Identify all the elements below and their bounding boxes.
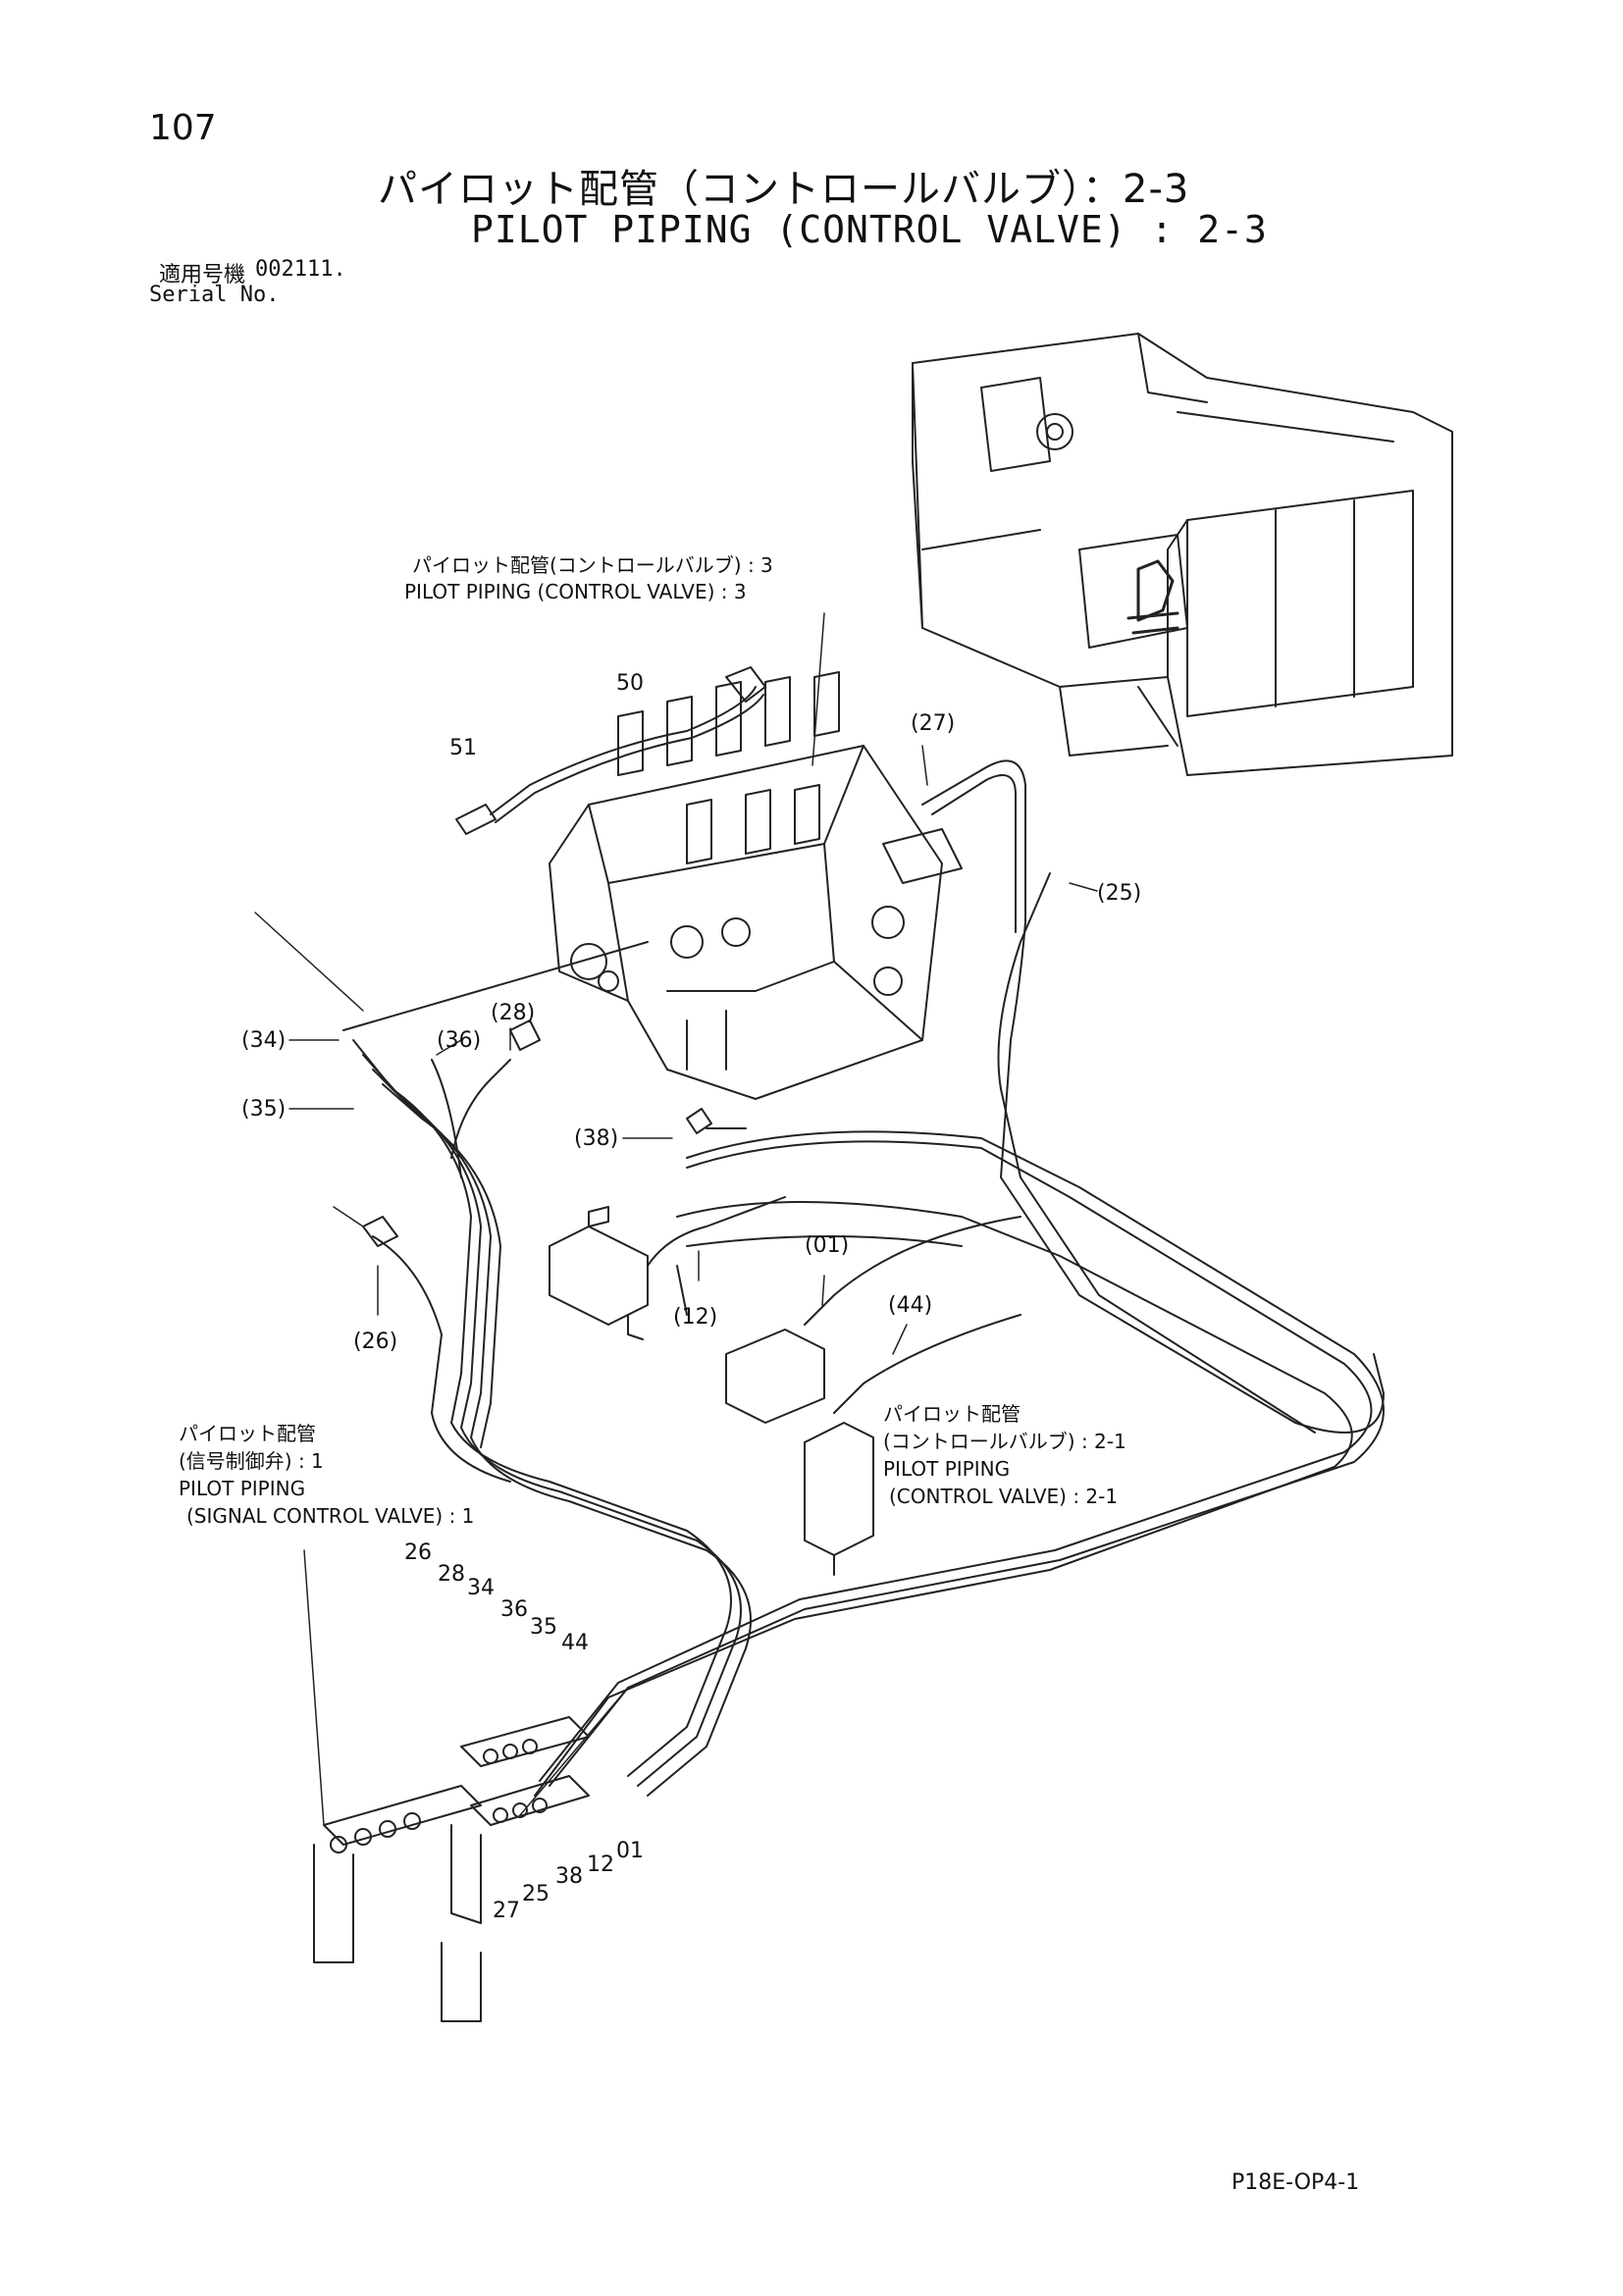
bundle-label-36: 36 <box>500 1597 528 1622</box>
page-number: 107 <box>149 108 217 148</box>
callout-25: (25) <box>1097 881 1142 906</box>
reference-cv21-english-line2: (CONTROL VALVE) : 2-1 <box>889 1485 1119 1508</box>
serial-label-english: Serial No. <box>149 283 280 307</box>
callout-26: (26) <box>353 1330 398 1354</box>
callout-38: (38) <box>574 1126 619 1151</box>
serial-label-japanese: 適用号機 <box>159 263 246 287</box>
callout-01: (01) <box>805 1233 850 1258</box>
reference-scv1-english-line1: PILOT PIPING <box>179 1477 306 1500</box>
bundle-label-26: 26 <box>404 1540 432 1565</box>
leader-lines <box>254 612 1098 1826</box>
machine-frame-drawing <box>912 333 1453 776</box>
bundle-label-01: 01 <box>616 1839 644 1863</box>
manifold-block-drawing <box>313 1716 590 2022</box>
serial-number-value: 002111. <box>255 257 346 282</box>
reference-scv1-japanese-line2: (信号制御弁) : 1 <box>179 1449 324 1473</box>
callout-44: (44) <box>888 1293 933 1318</box>
callout-36: (36) <box>437 1028 482 1053</box>
callout-27: (27) <box>911 711 956 736</box>
reference-cv21-english-line1: PILOT PIPING <box>883 1457 1011 1481</box>
reference-cv21-japanese-line1: パイロット配管 <box>883 1402 1021 1426</box>
page-title-english: PILOT PIPING (CONTROL VALVE) : 2-3 <box>471 208 1268 251</box>
reference-cv3-english: PILOT PIPING (CONTROL VALVE) : 3 <box>404 580 747 603</box>
reference-scv1-english-line2: (SIGNAL CONTROL VALVE) : 1 <box>186 1504 475 1528</box>
bundle-label-25: 25 <box>522 1882 550 1906</box>
reference-cv3-japanese: パイロット配管(コントロールバルブ) : 3 <box>412 553 773 577</box>
bundle-label-34: 34 <box>467 1576 495 1600</box>
callout-51: 51 <box>449 736 477 760</box>
bundle-label-28: 28 <box>438 1562 465 1587</box>
callout-12: (12) <box>673 1305 718 1330</box>
callout-28: (28) <box>491 1001 536 1025</box>
control-valve-drawing <box>549 671 963 1100</box>
bundle-label-35: 35 <box>530 1615 557 1640</box>
bundle-label-12: 12 <box>587 1852 614 1877</box>
callout-50: 50 <box>616 671 644 696</box>
pilot-hose-lines <box>342 666 1385 1797</box>
bundle-label-27: 27 <box>493 1899 520 1923</box>
callout-35: (35) <box>241 1097 287 1122</box>
reference-cv21-japanese-line2: (コントロールバルブ) : 2-1 <box>883 1430 1126 1453</box>
drawing-code: P18E-OP4-1 <box>1231 2170 1360 2195</box>
bundle-label-44: 44 <box>561 1631 589 1655</box>
bundle-label-38: 38 <box>555 1864 583 1889</box>
page-title-japanese: パイロット配管（コントロールバルブ）：2-3 <box>378 167 1190 212</box>
reference-scv1-japanese-line1: パイロット配管 <box>179 1422 316 1445</box>
callout-34: (34) <box>241 1028 287 1053</box>
signal-valve-drawings <box>549 1206 874 1576</box>
